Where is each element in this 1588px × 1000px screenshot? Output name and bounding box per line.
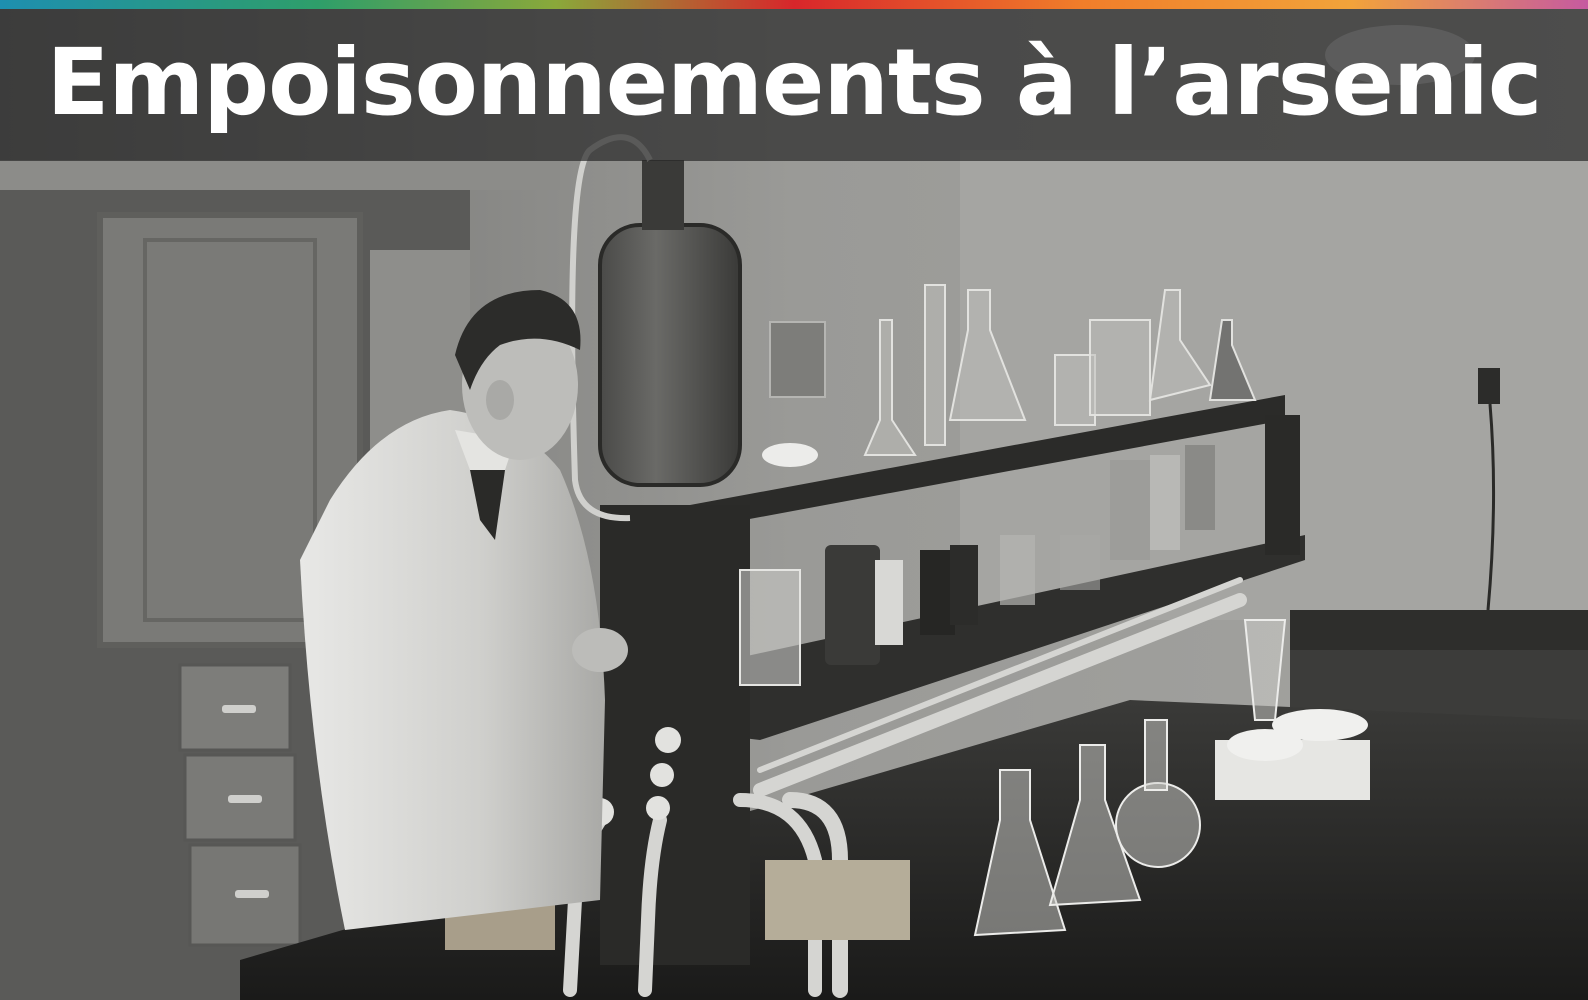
lower-shelf <box>590 535 1305 740</box>
hair <box>455 290 581 390</box>
side-counter <box>1290 610 1588 650</box>
drawer-handle <box>235 890 269 898</box>
drawer-handle <box>222 705 256 713</box>
door-header <box>0 160 560 190</box>
reagent-bottles <box>739 445 1215 686</box>
bottle-neck <box>642 160 684 230</box>
upper-shelf <box>690 395 1285 530</box>
wall-picture <box>769 321 826 398</box>
drawer-handle <box>228 795 262 803</box>
page-title: Empoisonnements à l’arsenic <box>46 29 1543 136</box>
color-strip <box>0 0 1588 9</box>
chemist <box>300 290 628 930</box>
white-dish <box>762 443 818 467</box>
necktie <box>470 470 505 540</box>
upper-glassware <box>863 284 1257 456</box>
lab-coat <box>300 410 605 930</box>
title-band <box>0 9 1588 161</box>
white-dish <box>1227 729 1303 761</box>
wall-outlet <box>1478 368 1500 404</box>
white-dish <box>1272 709 1368 741</box>
ear <box>486 380 514 420</box>
bench-flasks <box>973 619 1287 937</box>
cabinet-panel <box>143 238 317 622</box>
shelf-support <box>1265 415 1300 555</box>
power-cord <box>1486 403 1496 611</box>
hand <box>572 628 628 672</box>
reservoir-bottle <box>598 223 742 487</box>
